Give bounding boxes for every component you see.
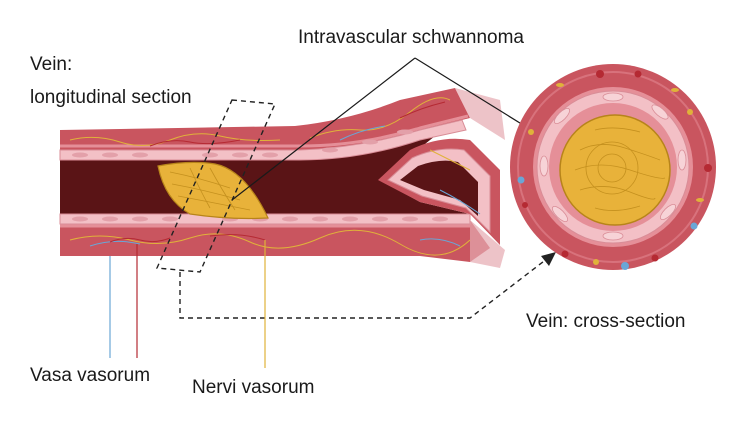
- vessel-wall-lower: [60, 220, 490, 262]
- label-intravascular-schwannoma: Intravascular schwannoma: [298, 27, 524, 48]
- leader-lines: [109, 57, 529, 368]
- vessel-wall-upper: [60, 88, 470, 150]
- label-vasa-vasorum: Vasa vasorum: [30, 365, 151, 386]
- vein-lumen: [60, 124, 470, 214]
- cross-section-vasa: [517, 70, 712, 270]
- schwannoma-cross-section: [559, 114, 671, 226]
- section-plane-outline: [155, 99, 277, 273]
- label-vein-cross-section: Vein: cross-section: [526, 311, 686, 332]
- label-vein-longitudinal-line1: Vein:: [30, 54, 73, 75]
- endothelium-upper: [59, 119, 467, 161]
- section-arrow: [179, 252, 556, 319]
- vein-cross-section: [510, 64, 716, 270]
- vessel-end-fade: [455, 88, 505, 268]
- vessel-branch: [378, 138, 500, 245]
- label-nervi-vasorum: Nervi vasorum: [192, 377, 315, 398]
- wall-microvessels: [69, 97, 481, 256]
- label-vein-longitudinal-line2: longitudinal section: [30, 87, 192, 108]
